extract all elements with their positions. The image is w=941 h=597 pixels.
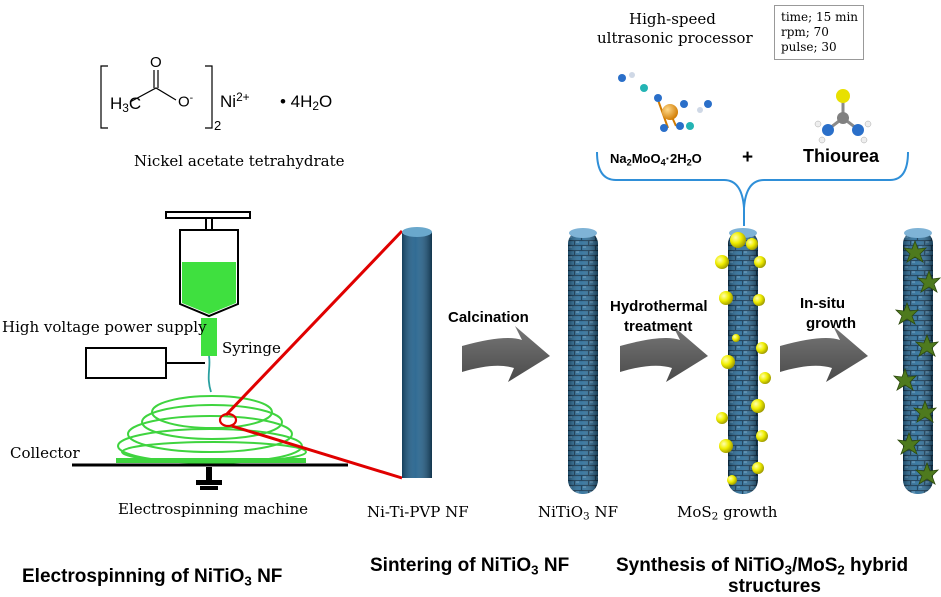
stage-title-sintering: Sintering of NiTiO3 NF	[370, 555, 570, 578]
formula-oxygen-anion: O-	[178, 92, 194, 111]
mos2-spheres	[715, 232, 771, 485]
arrow-calcination	[462, 326, 550, 382]
processor-title-line2: ultrasonic processor	[597, 29, 753, 47]
formula-nickel-ion: Ni2+	[220, 90, 250, 111]
arrow-label-treatment: treatment	[624, 318, 693, 335]
formula-hydrate: • 4H2O	[280, 92, 333, 113]
collector-plate	[72, 458, 348, 490]
mos2-nanosheets	[893, 239, 941, 485]
reagent-plus: +	[742, 147, 754, 168]
fiber-spiral	[117, 395, 307, 464]
processor-title-line1: High-speed	[629, 10, 716, 28]
power-supply-box	[85, 347, 205, 379]
param-rpm: rpm; 70	[781, 25, 829, 39]
zoom-lines	[224, 229, 404, 480]
fiber-mos2-growth	[715, 228, 771, 494]
fiber-label-mos2: MoS2 growth	[677, 503, 778, 523]
stage-title-electrospinning: Electrospinning of NiTiO3 NF	[22, 566, 283, 589]
processor-params-box: time; 15 min rpm; 70 pulse; 30	[774, 5, 864, 60]
process-arrows	[462, 326, 868, 382]
param-time: time; 15 min	[781, 10, 859, 24]
stage-title-synthesis-line1: Synthesis of NiTiO3/MoS2 hybrid	[616, 555, 909, 578]
reagent-brace	[596, 151, 909, 226]
label-syringe: Syringe	[222, 339, 281, 357]
fiber-label-pvp: Ni-Ti-PVP NF	[367, 503, 469, 521]
fiber-label-nitio3: NiTiO3 NF	[538, 503, 619, 523]
stage-title-synthesis-line2: structures	[728, 576, 821, 597]
param-pulse: pulse; 30	[781, 40, 837, 54]
fiber-hybrid	[893, 228, 941, 494]
label-power-supply: High voltage power supply	[2, 318, 207, 336]
arrow-label-calcination: Calcination	[448, 309, 529, 326]
fiber-nitio3	[568, 228, 598, 494]
syringe	[165, 211, 251, 393]
arrow-label-growth: growth	[806, 315, 856, 332]
nickel-acetate-structure	[100, 65, 213, 129]
reagent-thiourea: Thiourea	[803, 146, 880, 166]
na2moo4-molecule	[618, 72, 712, 132]
fiber-pvp	[402, 227, 432, 478]
formula-ch3: H3C	[110, 94, 142, 115]
arrow-hydrothermal	[620, 326, 708, 382]
label-collector: Collector	[10, 444, 80, 462]
arrow-label-hydrothermal: Hydrothermal	[610, 298, 708, 315]
reagent-na2moo4: Na2MoO4·2H2O	[610, 151, 702, 168]
formula-oxygen-double: O	[150, 54, 162, 71]
thiourea-molecule	[814, 89, 872, 144]
arrow-label-insitu: In-situ	[800, 295, 845, 312]
formula-caption: Nickel acetate tetrahydrate	[134, 152, 345, 170]
label-electrospinning-machine: Electrospinning machine	[118, 500, 309, 518]
arrow-insitu	[780, 326, 868, 382]
formula-bracket-subscript: 2	[214, 118, 222, 133]
